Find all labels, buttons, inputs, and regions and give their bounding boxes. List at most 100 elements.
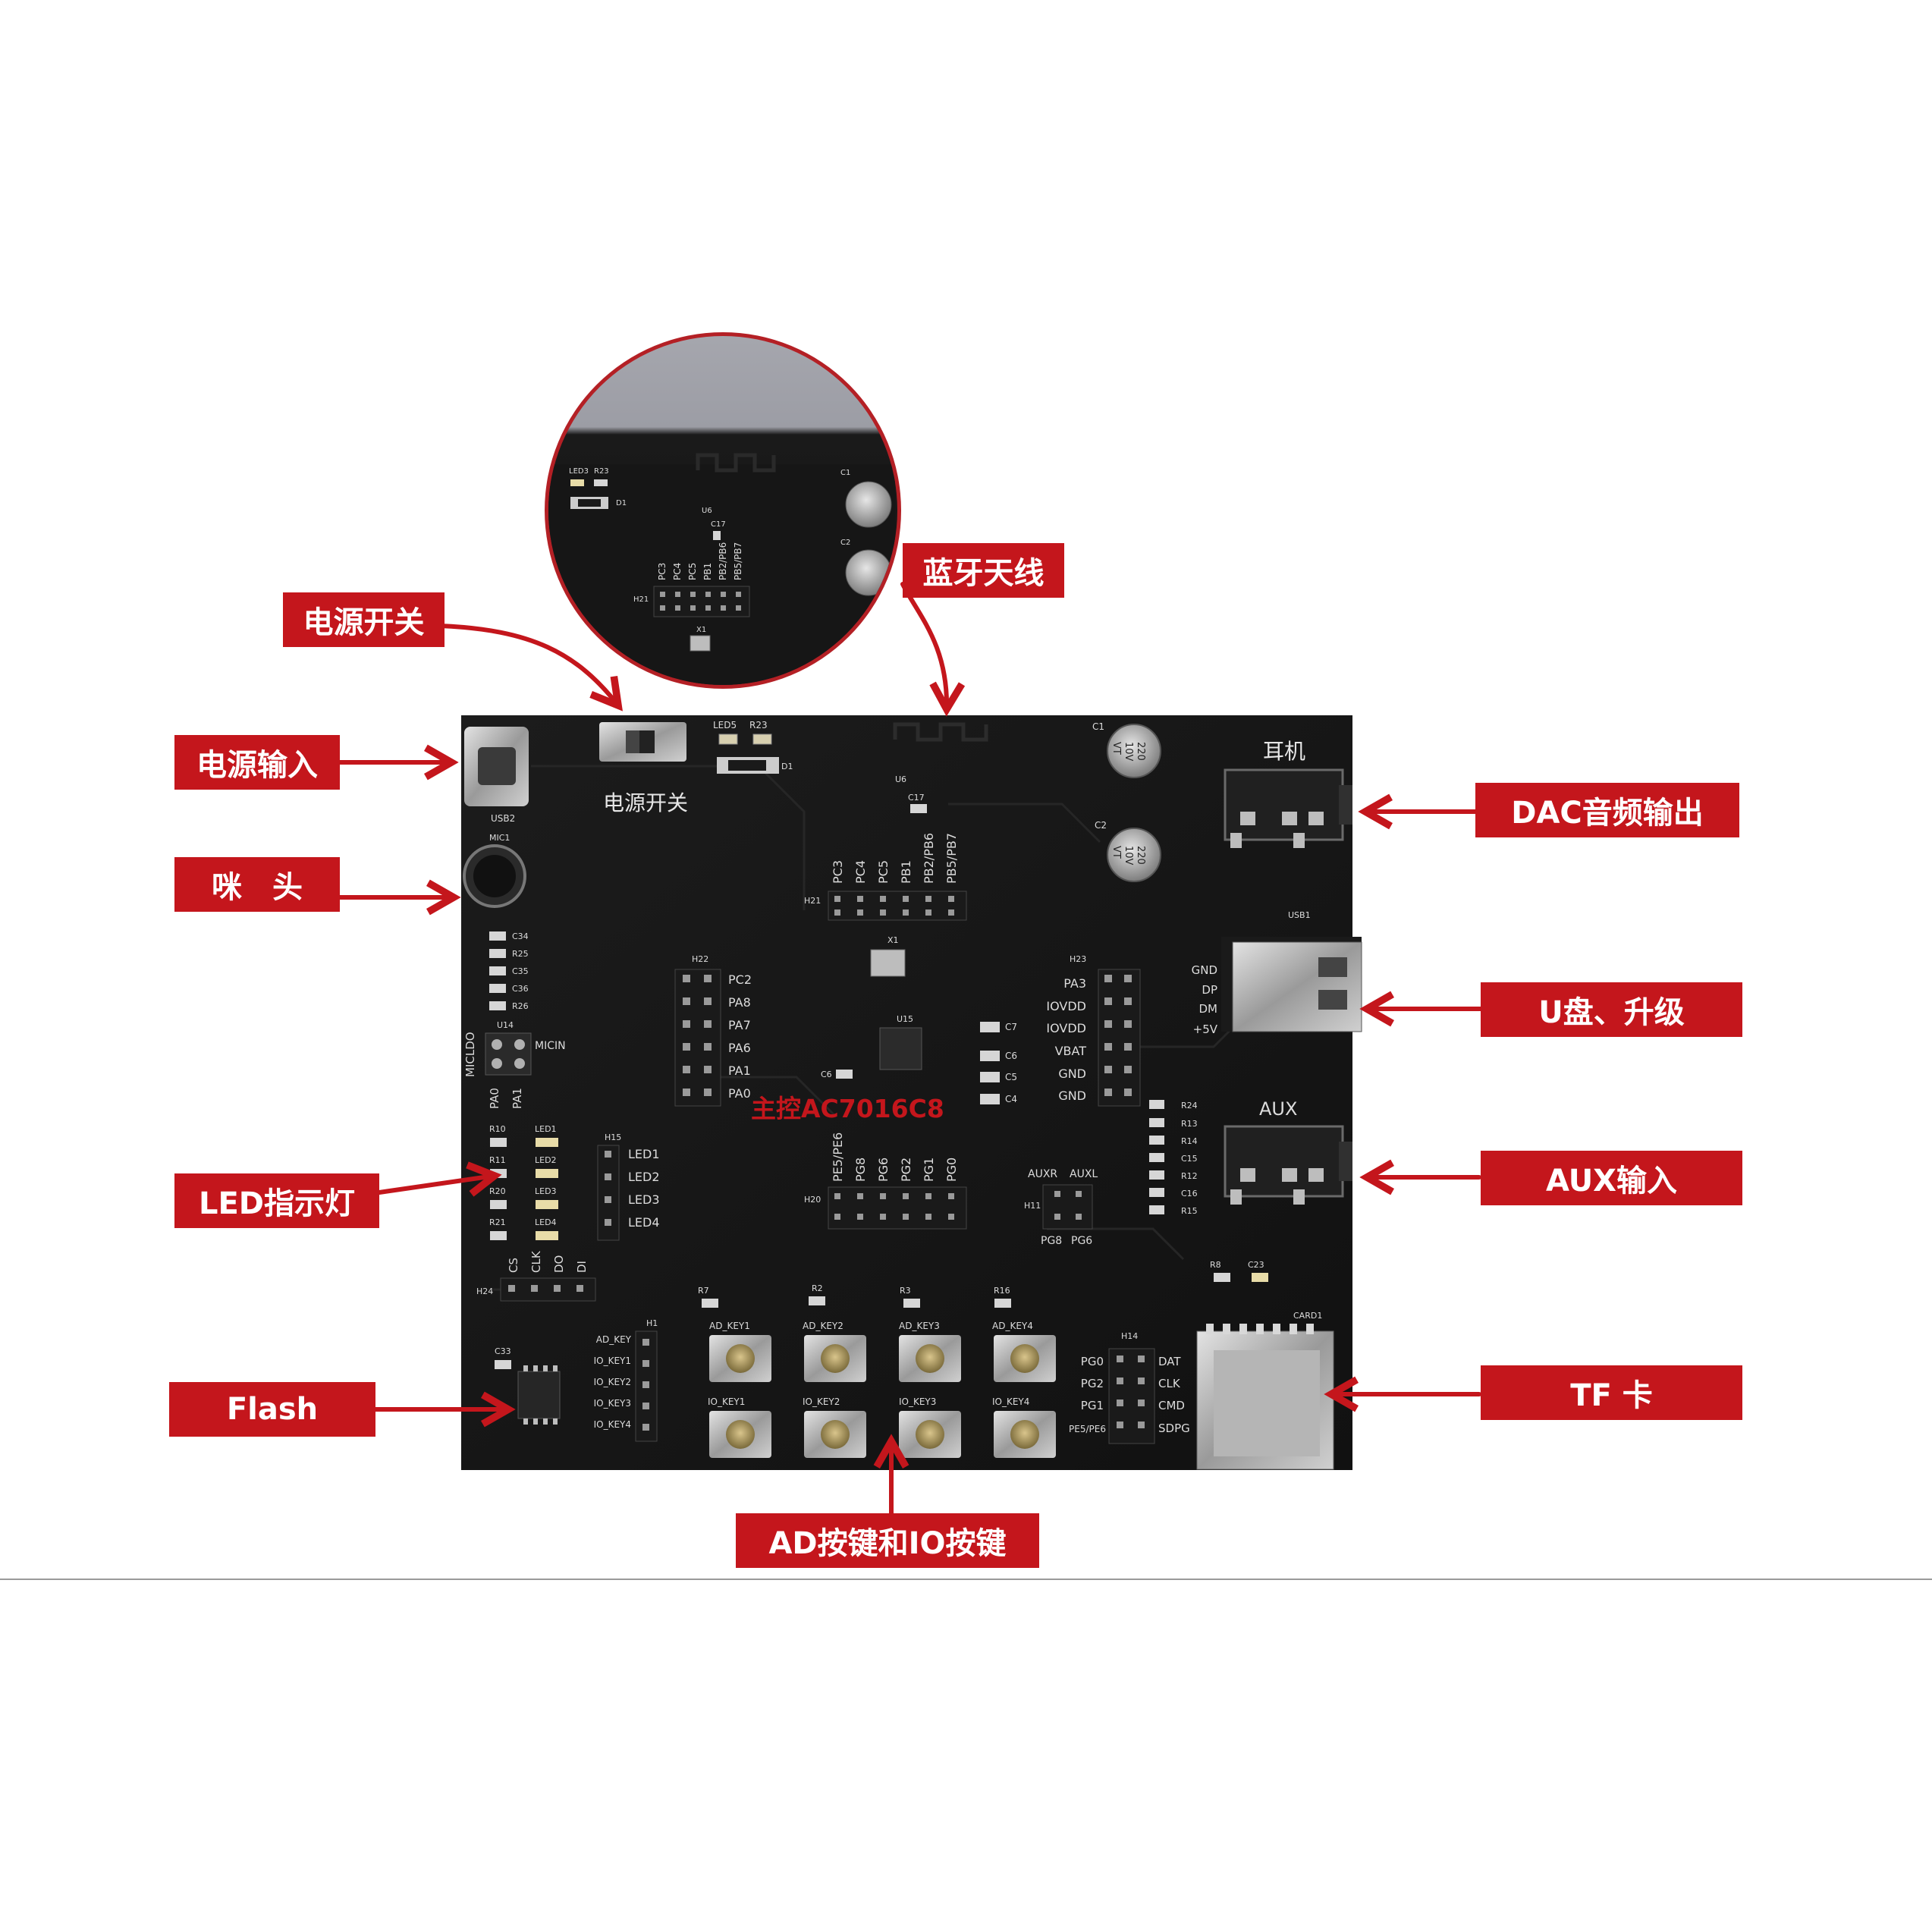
usb-c-power-port: USB2 [464,727,529,824]
svg-text:PB2/PB6: PB2/PB6 [718,542,728,580]
tf-card-slot: CARD1 [1196,1311,1334,1470]
svg-text:R25: R25 [512,949,529,959]
aux-components: R24 R13 R14 C15 R12 C16 R15 [1149,1100,1198,1216]
header-h22: H22 PC2 PA8 PA7 PA6 PA1 PA0 [674,954,752,1107]
svg-text:C1: C1 [1092,721,1104,732]
svg-text:IO_KEY4: IO_KEY4 [594,1419,631,1430]
svg-text:耳机: 耳机 [1263,739,1305,764]
header-h24: CS CLK DO DI H24 [476,1250,596,1302]
svg-text:R24: R24 [1181,1101,1198,1111]
microphone: MIC1 [463,833,526,908]
svg-text:U6: U6 [895,774,906,784]
svg-text:U15: U15 [897,1014,913,1024]
svg-text:SDPG: SDPG [1158,1422,1190,1435]
svg-text:R13: R13 [1181,1119,1198,1129]
svg-text:GND: GND [1058,1067,1086,1081]
key-buttons: R7 R2 R3 R16 AD_KEY1 AD_KEY2 AD_KEY3 AD_… [698,1283,1056,1458]
svg-text:PE5/PE6: PE5/PE6 [831,1132,845,1182]
svg-text:R15: R15 [1181,1206,1198,1216]
svg-text:PE5/PE6: PE5/PE6 [1069,1424,1106,1434]
svg-text:MICLDO: MICLDO [463,1032,477,1077]
svg-text:C35: C35 [512,966,529,976]
svg-text:PA8: PA8 [728,995,751,1010]
mic-header-u14: U14 MICLDO MICIN PA0 PA1 [463,1020,566,1109]
earphone-jack: 耳机 [1224,739,1352,848]
bluetooth-antenna-trace [893,722,988,742]
svg-text:PA7: PA7 [728,1018,751,1032]
svg-text:PG2: PG2 [1081,1377,1104,1390]
svg-text:PB1: PB1 [702,563,713,580]
svg-text:PC5: PC5 [687,563,698,580]
svg-text:AD_KEY2: AD_KEY2 [803,1321,843,1331]
svg-text:IO_KEY2: IO_KEY2 [803,1396,840,1407]
svg-text:C7: C7 [1005,1022,1017,1032]
svg-text:AD_KEY1: AD_KEY1 [709,1321,750,1331]
svg-text:R7: R7 [698,1286,709,1296]
main-chip-u15: U15 C6 [821,1014,922,1079]
svg-text:CLK: CLK [1158,1377,1181,1390]
svg-text:PC3: PC3 [831,860,845,884]
svg-text:C36: C36 [512,984,529,994]
svg-text:PC5: PC5 [876,860,891,884]
svg-text:LED2: LED2 [628,1170,660,1184]
header-h1: H1 AD_KEY IO_KEY1 IO_KEY2 IO_KEY3 IO_KEY… [594,1318,658,1442]
svg-text:C23: C23 [1248,1260,1264,1270]
svg-text:PA3: PA3 [1063,976,1086,991]
header-h15: H15 LED1 LED2 LED3 LED4 [597,1132,660,1241]
header-h11: AUXR AUXL H11 PG8 PG6 [1024,1168,1098,1247]
svg-text:MIC1: MIC1 [489,833,510,843]
svg-text:R2: R2 [812,1283,823,1293]
svg-text:PC4: PC4 [672,563,683,580]
svg-text:PB2/PB6: PB2/PB6 [922,833,936,884]
svg-text:H1: H1 [646,1318,658,1328]
svg-text:PG1: PG1 [1081,1399,1104,1412]
svg-text:H24: H24 [476,1286,493,1296]
electrolytic-capacitors: C1 220 10V VT C2 220 10V VT [1092,721,1161,882]
svg-text:IO_KEY3: IO_KEY3 [594,1398,631,1409]
callout-power-switch: 电源开关 [283,592,445,647]
svg-text:C33: C33 [495,1346,511,1356]
pcb-board: USB2 电源开关 LED5 R23 D1 U6 C1 220 10V VT C… [461,715,1362,1470]
svg-text:H22: H22 [692,954,708,964]
svg-text:DP: DP [1202,983,1217,997]
svg-text:IOVDD: IOVDD [1046,1021,1086,1035]
svg-text:10V: 10V [1123,846,1134,865]
svg-text:C2: C2 [1095,820,1107,831]
slide-power-switch: 电源开关 [599,722,688,815]
svg-text:C1: C1 [840,469,850,477]
aux-jack: AUX [1224,1098,1352,1205]
svg-text:PB1: PB1 [899,860,913,884]
callout-arrows [335,582,1485,1516]
svg-text:LED4: LED4 [628,1215,660,1230]
svg-text:CARD1: CARD1 [1293,1311,1322,1321]
svg-text:DI: DI [575,1261,589,1273]
callout-microphone: 咪 头 [174,857,340,912]
svg-text:PC2: PC2 [728,972,752,987]
svg-text:U6: U6 [702,507,712,515]
svg-text:CMD: CMD [1158,1399,1185,1412]
svg-text:LED5: LED5 [713,720,737,730]
svg-text:LED2: LED2 [535,1155,557,1165]
svg-text:220: 220 [1135,846,1146,865]
svg-text:VBAT: VBAT [1055,1044,1087,1058]
svg-text:VT: VT [1111,742,1122,755]
svg-text:+5V: +5V [1193,1023,1218,1036]
callout-led-indicator: LED指示灯 [174,1173,379,1228]
svg-text:PG0: PG0 [1081,1355,1104,1368]
svg-text:H15: H15 [605,1132,621,1142]
svg-text:AUX: AUX [1259,1098,1297,1120]
svg-text:GND: GND [1192,963,1217,977]
svg-text:DAT: DAT [1158,1355,1181,1368]
svg-text:CLK: CLK [529,1250,543,1273]
header-h14: H14 PG0 PG2 PG1 PE5/PE6 DAT CLK CMD SDPG [1069,1331,1190,1444]
svg-text:PG6: PG6 [1071,1235,1092,1247]
svg-text:R23: R23 [749,720,768,730]
usb-a-port: USB1 GND DP DM +5V [1192,910,1362,1036]
callout-flash: Flash [169,1382,375,1437]
svg-text:D1: D1 [781,762,793,771]
svg-text:H14: H14 [1121,1331,1138,1341]
svg-text:X1: X1 [696,626,706,634]
svg-text:C17: C17 [711,520,726,529]
svg-text:PG6: PG6 [876,1158,891,1182]
